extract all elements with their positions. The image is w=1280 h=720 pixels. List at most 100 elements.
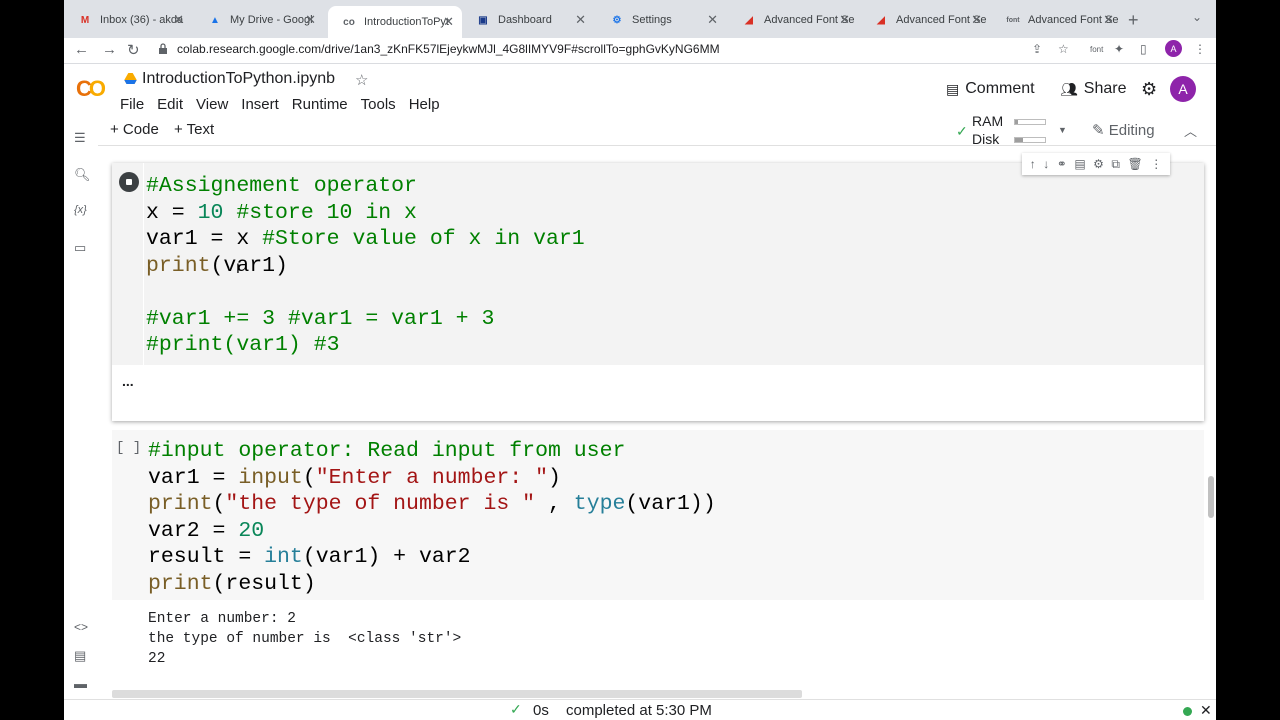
tab-favicon-icon: ◢ [877,14,885,26]
colab-logo[interactable]: CO [76,76,106,101]
resources-indicator[interactable]: ✓ RAM Disk ▼ [954,113,1067,147]
notebook-toolbar: + Code + Text ✓ RAM Disk ▼ ✎ Editing ︿ [64,113,1216,147]
share-page-icon[interactable]: ⇪ [1032,42,1043,56]
code-token: "the type of number is " [225,492,536,516]
code-token: print [146,253,211,278]
tab-title: Advanced Font Se [896,14,987,26]
menu-item[interactable]: Tools [360,96,396,113]
delete-icon[interactable]: 🗑︎ [1127,157,1143,171]
extensions-puzzle-icon[interactable]: ✦ [1114,42,1125,56]
browser-tab[interactable]: ◢ Advanced Font Se✕ [860,6,990,34]
browser-tab[interactable]: ◢Advanced Font Se✕ [728,6,858,34]
close-tab-icon[interactable]: ✕ [1103,12,1114,27]
add-text-button[interactable]: + Text [174,121,215,138]
back-arrow-icon[interactable]: ← [74,41,89,58]
close-tab-icon[interactable]: ✕ [971,12,982,27]
more-options-icon[interactable]: ⋮ [1150,157,1163,171]
table-of-contents-icon[interactable]: ☰ [74,130,86,145]
execution-time[interactable]: 0s [533,702,549,719]
stop-execution-button[interactable] [119,172,139,192]
code-snippets-icon[interactable]: <> [74,620,89,634]
editing-mode-button[interactable]: ✎ Editing [1092,121,1155,139]
forward-arrow-icon[interactable]: → [102,41,117,58]
menu-item[interactable]: View [196,96,229,113]
settings-gear-icon[interactable]: ⚙ [1141,79,1158,99]
code-token: print [148,571,213,596]
notebook-name[interactable]: IntroductionToPython.ipynb [142,70,336,87]
command-palette-icon[interactable]: ▤ [74,648,87,663]
comment-button[interactable]: ▤ Comment [946,80,1035,98]
comment-cell-icon[interactable]: ▤ [1074,157,1086,171]
execution-status[interactable]: completed at 5:30 PM [566,702,712,719]
code-token: ( [212,492,226,516]
browser-profile-avatar[interactable]: A [1165,40,1182,57]
code-cell-2[interactable]: [ ] #input operator: Read input from use… [112,430,1204,700]
bookmark-star-icon[interactable]: ☆ [1058,42,1069,56]
variables-icon[interactable]: {x} [74,204,87,216]
cell-settings-icon[interactable]: ⚙ [1093,157,1104,171]
add-code-button[interactable]: + Code [110,121,159,138]
output-line: 22 [148,651,166,667]
close-tab-icon[interactable]: ✕ [443,14,454,29]
tab-title: Inbox (36) - akda [100,14,184,26]
files-folder-icon[interactable]: ▭ [74,240,87,255]
url-text[interactable]: colab.research.google.com/drive/1an3_zKn… [177,42,720,56]
code-line: #Assignement operator [146,173,585,200]
tab-search-chevron-icon[interactable]: ⌄ [1192,10,1203,24]
close-tab-icon[interactable]: ✕ [839,12,850,27]
terminal-icon[interactable]: ▬ [74,676,87,691]
share-button[interactable]: 👥︎ Share [1060,80,1126,98]
colab-header: CO IntroductionToPython.ipynb ☆ File Edit… [64,64,1216,116]
menu-item[interactable]: Edit [157,96,184,113]
code-token: (result) [212,571,316,596]
tab-favicon-icon: ⚙ [612,14,622,26]
code-token: #input operator: Read input from user [148,439,626,463]
close-tab-icon[interactable]: ✕ [173,12,184,27]
close-tab-icon[interactable]: ✕ [575,12,586,27]
code-line: print("the type of number is " , type(va… [148,491,716,518]
close-status-icon[interactable]: ✕ [1200,702,1212,718]
star-icon[interactable]: ☆ [355,72,369,89]
output-line: Enter a number: 2 [148,611,296,627]
search-icon[interactable]: 🔍︎ [74,167,91,182]
code-token: #var1 += 3 #var1 = var1 + 3 [146,306,495,331]
browser-menu-icon[interactable]: ⋮ [1194,42,1206,56]
move-down-icon[interactable]: ↓ [1043,157,1050,171]
font-extension-icon[interactable]: font [1090,45,1104,54]
output-indicator[interactable]: ... [122,373,134,389]
browser-tab[interactable]: ▣Dashboard✕ [462,6,594,34]
menu-item[interactable]: Insert [241,96,279,113]
browser-tab[interactable]: ▲My Drive - Googl✕ [194,6,324,34]
execution-count[interactable]: [ ] [116,440,142,456]
menu-item[interactable]: File [120,96,145,113]
account-avatar[interactable]: A [1170,76,1196,102]
reload-icon[interactable]: ↻ [127,42,140,59]
vertical-scrollbar[interactable] [1208,476,1214,518]
menu-item[interactable]: Runtime [291,96,348,113]
code-line: #var1 += 3 #var1 = var1 + 3 [146,306,585,333]
close-tab-icon[interactable]: ✕ [305,12,316,27]
link-icon[interactable]: ⚭ [1056,157,1067,171]
code-token: 10 [197,200,224,225]
code-line: print(result) [148,571,716,598]
horizontal-scrollbar[interactable] [112,690,802,698]
code-line: #print(var1) #3 [146,332,585,359]
move-up-icon[interactable]: ↑ [1029,157,1036,171]
side-panel-icon[interactable]: ▯ [1140,42,1147,56]
resources-dropdown-icon[interactable]: ▼ [1058,125,1067,135]
mirror-cell-icon[interactable]: ⧉ [1111,156,1120,171]
collapse-header-icon[interactable]: ︿ [1184,124,1198,139]
menu-item[interactable]: Help [408,96,440,113]
browser-tab[interactable]: ⚙Settings✕ [596,6,726,34]
close-tab-icon[interactable]: ✕ [707,12,718,27]
new-tab-button[interactable]: + [1128,10,1139,30]
